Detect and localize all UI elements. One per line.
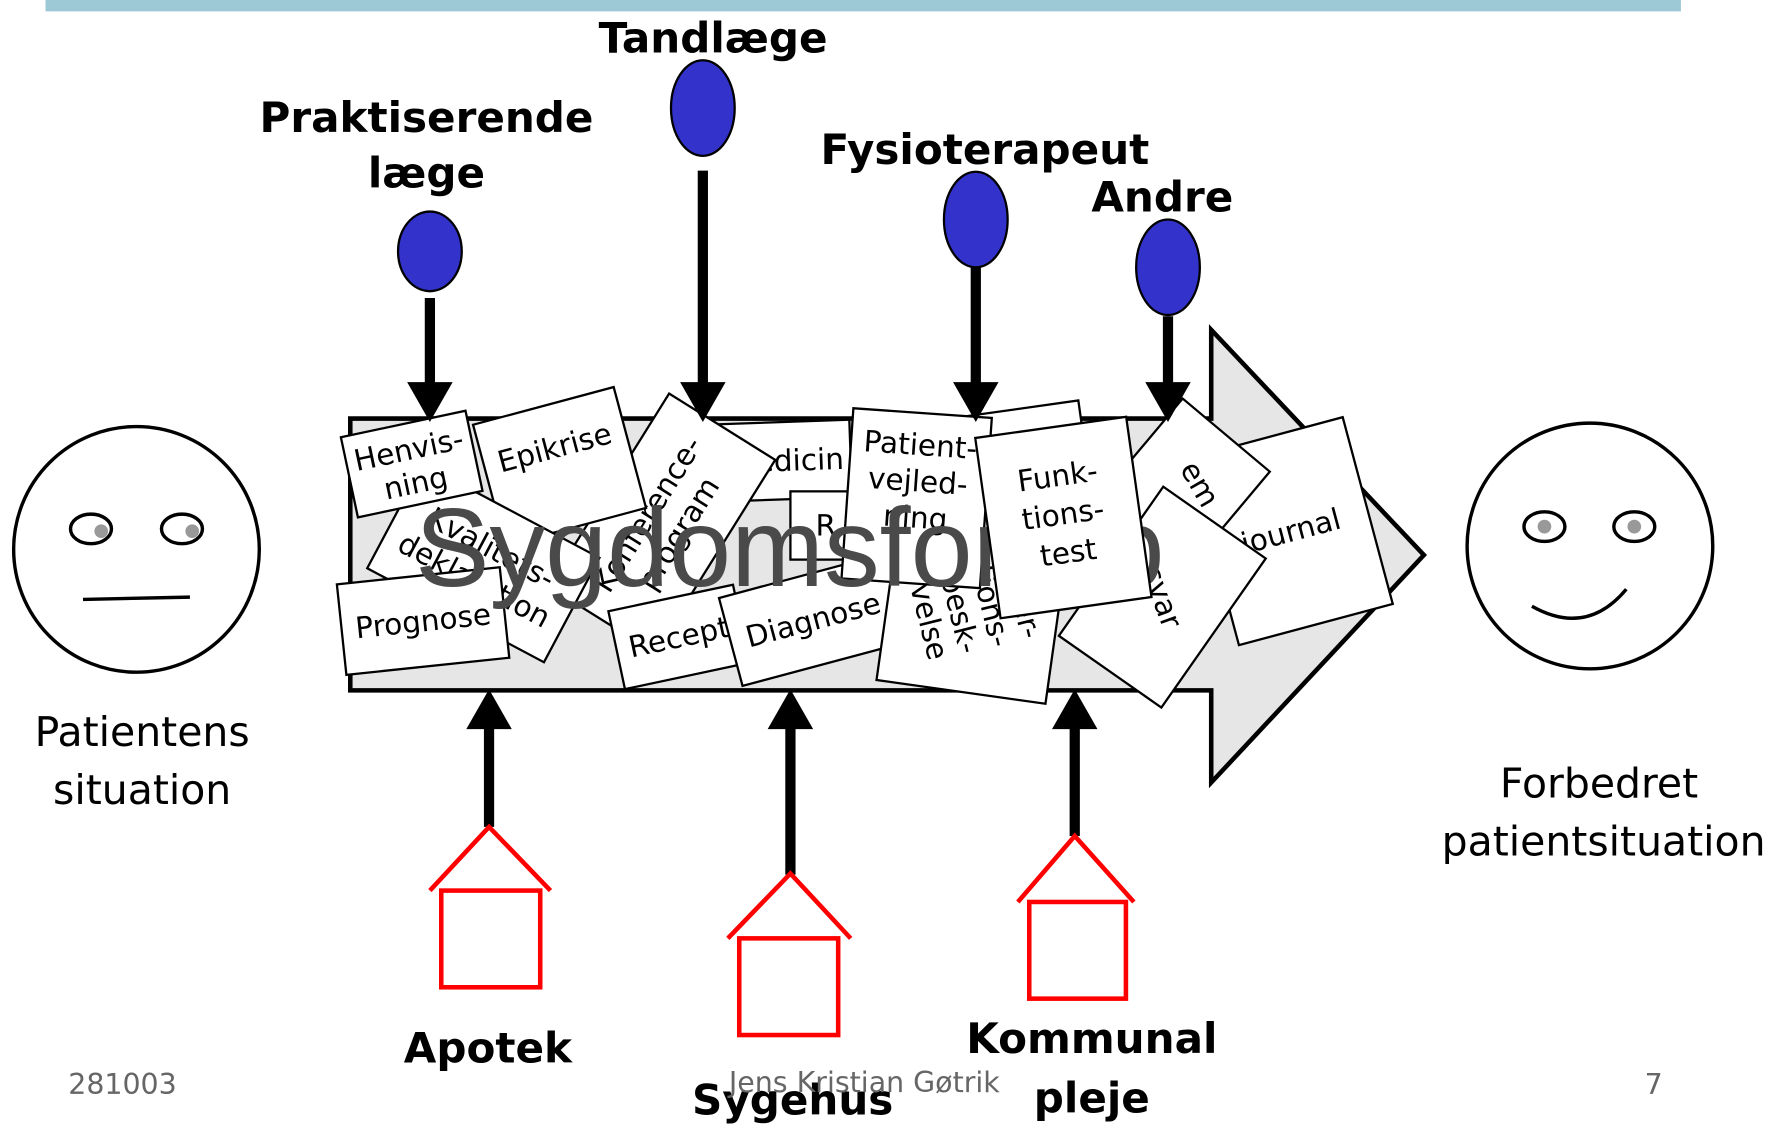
provider-apotek <box>430 689 551 987</box>
provider-kommunal-pleje <box>1018 689 1134 998</box>
house-icon <box>1018 836 1134 999</box>
up-arrow-head-icon <box>1052 689 1097 729</box>
label-kommunal-line1: Kommunal <box>966 1014 1217 1063</box>
label-before-line1: Patientens <box>35 708 250 756</box>
provider-oval-icon <box>671 60 735 156</box>
neutral-face-icon <box>14 427 260 673</box>
label-apotek: Apotek <box>404 1023 573 1072</box>
provider-oval-icon <box>398 212 462 292</box>
label-kommunal-line2: pleje <box>1034 1073 1150 1122</box>
label-tandlaege: Tandlæge <box>599 13 828 62</box>
provider-fysioterapeut <box>944 172 1008 422</box>
smiling-face-icon <box>1467 423 1713 669</box>
label-fysioterapeut: Fysioterapeut <box>821 125 1150 174</box>
provider-sygehus <box>728 689 851 1035</box>
footer-author: Jens Kristian Gøtrik <box>727 1066 1000 1099</box>
label-before-line2: situation <box>53 766 231 814</box>
provider-oval-icon <box>944 172 1008 268</box>
provider-oval-icon <box>1136 220 1200 316</box>
label-andre: Andre <box>1091 173 1233 222</box>
footer-page-number: 7 <box>1645 1068 1663 1101</box>
top-accent-bar <box>45 0 1680 11</box>
label-praktiserende-line1: Praktiserende <box>259 93 593 142</box>
label-after-line2: patientsituation <box>1442 817 1766 865</box>
up-arrow-head-icon <box>466 689 511 729</box>
up-arrow-head-icon <box>768 689 813 729</box>
provider-andre <box>1136 220 1200 422</box>
label-after-line1: Forbedret <box>1500 759 1698 807</box>
house-icon <box>430 827 551 987</box>
provider-tandlaege <box>671 60 735 422</box>
label-praktiserende-line2: læge <box>368 149 485 198</box>
house-icon <box>728 874 851 1036</box>
provider-praktiserende-laege <box>398 212 462 422</box>
document-card-funktion: Funk- tions- test <box>975 417 1151 618</box>
footer-date: 281003 <box>68 1068 176 1101</box>
